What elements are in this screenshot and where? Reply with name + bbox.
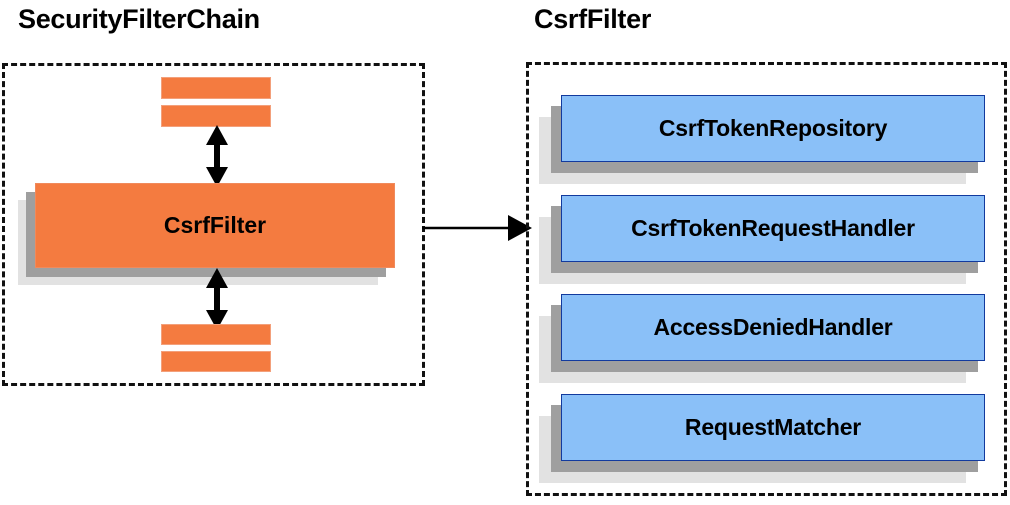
filter-bar-below-2 (161, 351, 271, 372)
arrow-above-csrf-filter (206, 125, 228, 187)
component-box-request-matcher[interactable]: RequestMatcher (561, 394, 985, 461)
component-label: AccessDeniedHandler (653, 314, 893, 340)
csrf-filter-box-label: CsrfFilter (163, 212, 267, 238)
filter-bar-below-1 (161, 324, 271, 345)
security-filter-chain-panel (2, 63, 425, 386)
page-title-security-filter-chain: SecurityFilterChain (18, 4, 260, 34)
csrf-filter-box[interactable]: CsrfFilter (35, 183, 395, 268)
connector-arrow-right (422, 215, 532, 241)
page-title-csrf-filter: CsrfFilter (534, 4, 652, 34)
filter-bar-above-2 (161, 105, 271, 127)
csrf-filter-detail-panel (526, 62, 1007, 496)
component-label: RequestMatcher (684, 414, 862, 440)
arrow-below-csrf-filter (206, 268, 228, 330)
filter-bar-above-1 (161, 77, 271, 99)
component-label: CsrfTokenRepository (658, 115, 888, 141)
component-box-csrf-token-request-handler[interactable]: CsrfTokenRequestHandler (561, 195, 985, 262)
component-label: CsrfTokenRequestHandler (631, 215, 915, 241)
component-box-access-denied-handler[interactable]: AccessDeniedHandler (561, 294, 985, 361)
component-box-csrf-token-repository[interactable]: CsrfTokenRepository (561, 95, 985, 162)
